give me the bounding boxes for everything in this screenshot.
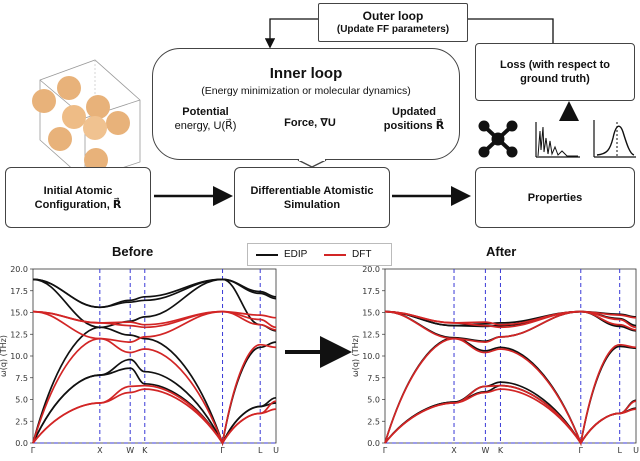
legend-dft-label: DFT [352,249,372,260]
updated-positions-label: Updated positions R⃗ [371,105,457,133]
y-tick-label: 2.5 [15,417,28,426]
outer-loop-subtitle: (Update FF parameters) [336,24,450,35]
outer-loop-arrow [468,18,554,43]
y-axis-label: ω(q) (THz) [351,335,360,377]
distribution-icon [593,120,636,158]
x-tick-label: Γ [31,446,36,455]
properties-box: Properties [475,167,635,228]
x-tick-label: L [617,446,622,455]
edip-branch [32,326,277,447]
dft-branch [32,310,277,326]
inner-loop-subtitle: (Energy minimization or molecular dynami… [201,85,411,97]
edip-branch [384,384,637,445]
y-tick-label: 20.0 [362,265,380,274]
y-tick-label: 15.0 [10,309,28,318]
y-tick-label: 12.5 [10,330,28,339]
potential-energy-label: Potential energy, U(R⃗) [163,105,248,133]
inner-loop-box: Inner loop (Energy minimization or molec… [152,48,460,160]
dft-branch [384,388,637,445]
y-tick-label: 17.5 [10,287,28,296]
properties-label: Properties [527,191,583,204]
simulation-line2: Simulation [283,198,341,211]
atom-cluster-image [32,59,141,181]
x-tick-label: W [481,446,489,455]
y-tick-label: 12.5 [362,330,380,339]
x-tick-label: Γ [579,446,584,455]
x-tick-label: Γ [220,446,225,455]
y-tick-label: 0.0 [367,439,380,448]
dft-branch [384,384,637,445]
x-tick-label: U [273,446,279,455]
loss-box: Loss (with respect to ground truth) [475,43,635,101]
edip-branch [384,310,637,327]
x-tick-label: K [498,446,504,455]
y-tick-label: 5.0 [15,396,28,405]
x-tick-label: L [258,446,263,455]
molecule-icon [478,120,518,158]
x-tick-label: U [633,446,639,455]
y-axis-label: ω(q) (THz) [0,335,8,377]
inner-loop-title: Inner loop [269,65,343,82]
outer-loop-title: Outer loop [362,9,424,23]
y-tick-label: 7.5 [15,374,28,383]
y-tick-label: 20.0 [10,265,28,274]
dft-branch [384,310,637,343]
potential-line2: energy, U(R⃗) [174,120,237,132]
x-tick-label: W [126,446,134,455]
simulation-box: Differentiable Atomistic Simulation [234,167,390,228]
dft-branch [32,310,277,343]
loss-line2: ground truth) [520,73,590,85]
x-tick-label: K [142,446,148,455]
edip-branch [32,358,277,445]
y-tick-label: 7.5 [367,374,380,383]
legend-edip-swatch [256,254,278,256]
y-tick-label: 10.0 [10,352,28,361]
plot-frame [384,268,637,444]
simulation-line1: Differentiable Atomistic [250,184,374,197]
dft-branch [384,310,637,326]
dft-branch [32,337,277,447]
before-title: Before [112,244,154,259]
x-tick-label: X [451,446,457,455]
dft-branch [32,384,277,445]
y-tick-label: 15.0 [362,309,380,318]
dft-branch [384,337,637,447]
initial-line2: Configuration, R⃗ [34,198,122,211]
spectrum-icon [535,122,580,158]
x-tick-label: Γ [383,446,388,455]
initial-line1: Initial Atomic [43,184,113,197]
y-tick-label: 0.0 [15,439,28,448]
y-tick-label: 5.0 [367,396,380,405]
legend: EDIP DFT [247,243,392,266]
updated-line2: positions R⃗ [383,120,445,132]
potential-line1: Potential [182,106,229,118]
edip-branch [384,381,637,445]
x-tick-label: X [97,446,103,455]
y-tick-label: 10.0 [362,352,380,361]
y-tick-label: 17.5 [362,287,380,296]
edip-branch [32,278,277,309]
force-label: Force, ∇U [284,117,336,129]
legend-dft-swatch [324,254,346,256]
outer-loop-box: Outer loop (Update FF parameters) [318,3,468,42]
y-tick-label: 2.5 [367,417,380,426]
legend-edip-label: EDIP [284,249,308,260]
initial-configuration-box: Initial Atomic Configuration, R⃗ [5,167,151,228]
updated-line1: Updated [392,106,436,118]
after-title: After [486,244,517,259]
loss-line1: Loss (with respect to [499,59,611,71]
